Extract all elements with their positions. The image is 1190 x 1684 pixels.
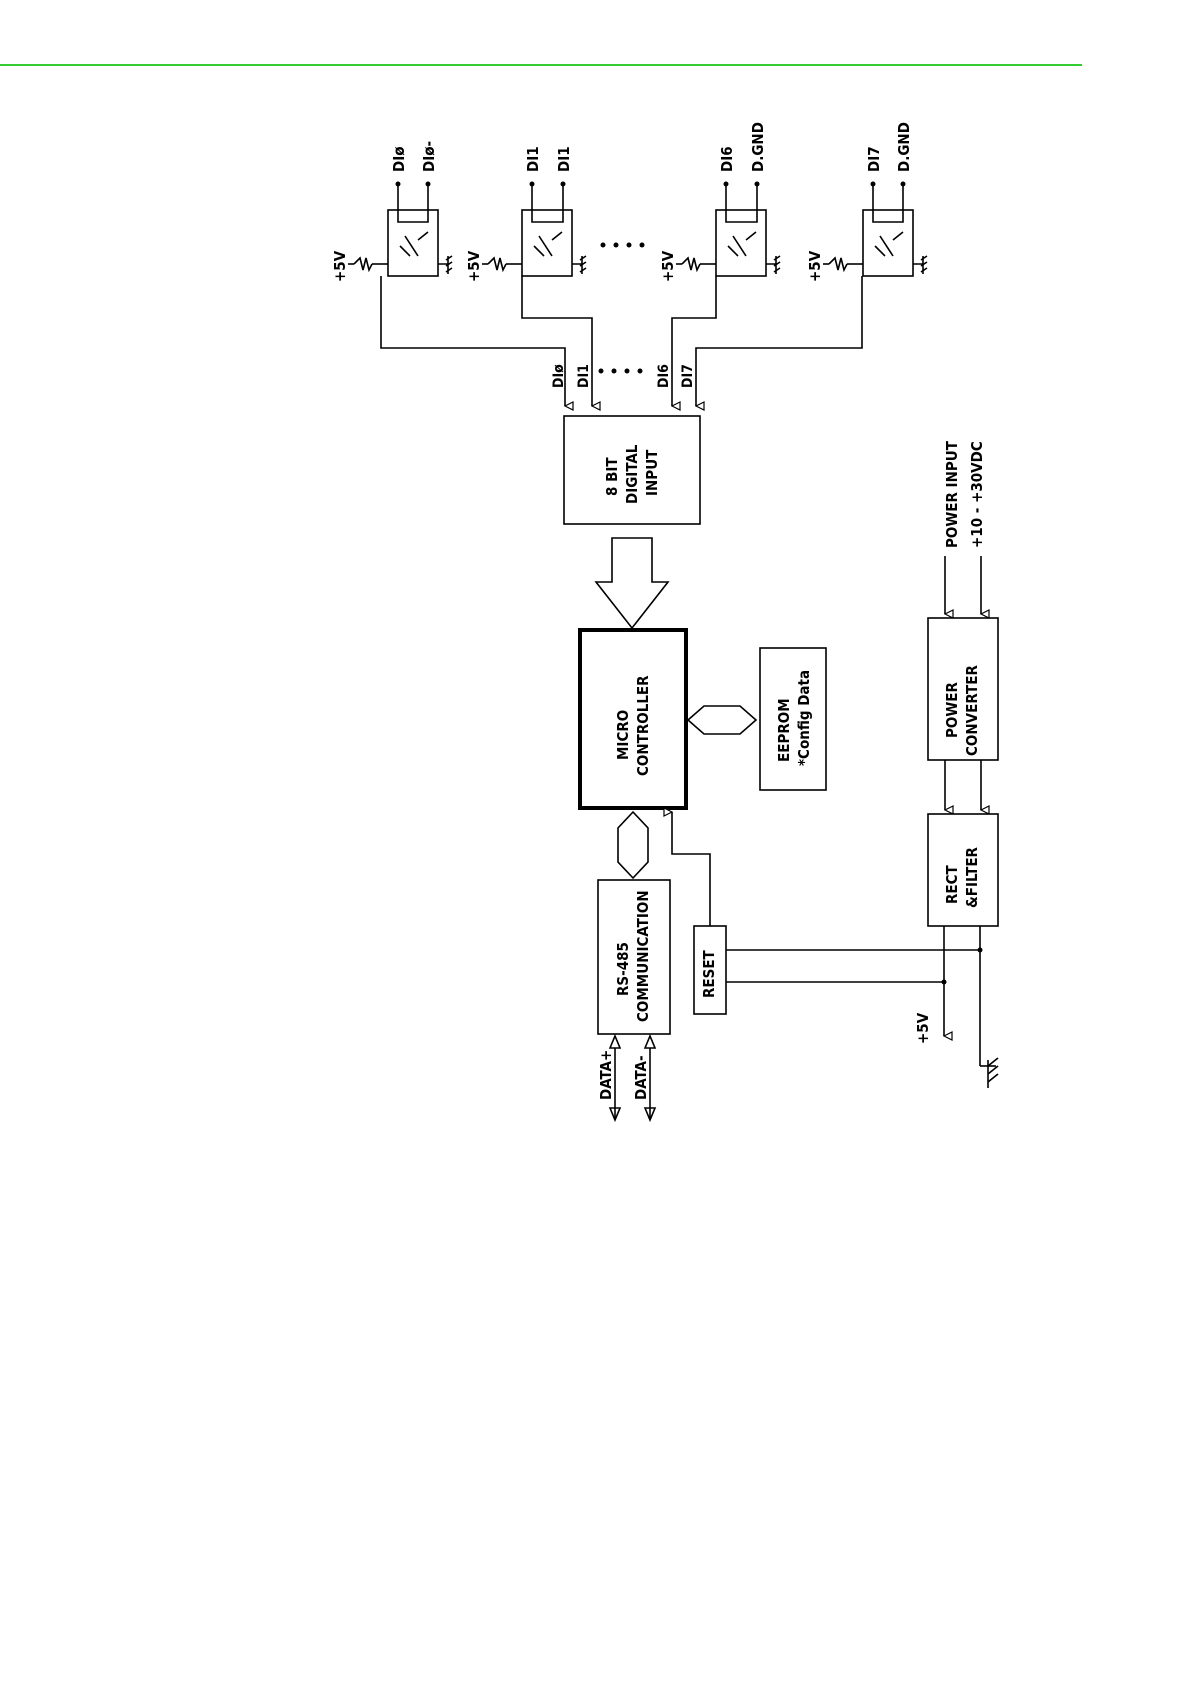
data-plus-label: DATA+ <box>597 1050 615 1100</box>
rs485-line-2: COMMUNICATION <box>634 890 652 1022</box>
pin-label-di7-a: DI7 <box>865 146 883 172</box>
supply-label-7: +5V <box>806 250 824 282</box>
eeprom-bus-connector <box>688 706 756 734</box>
terminal-dot <box>530 182 535 187</box>
pin-label-di1-a: DI1 <box>524 146 542 172</box>
bus-label-di0: DIø <box>551 364 567 388</box>
bus-label-di6: DI6 <box>656 364 672 388</box>
optocoupler-1 <box>522 210 572 276</box>
digital-input-line-2: DIGITAL <box>623 444 641 504</box>
terminal-dot <box>871 182 876 187</box>
pin-label-di1-b: DI1 <box>555 146 573 172</box>
reset-label: RESET <box>700 949 718 998</box>
rs485-line-1: RS-485 <box>614 942 632 996</box>
terminal-dot <box>561 182 566 187</box>
pin-label-di6-a: DI6 <box>718 146 736 172</box>
bus-label-di1: DI1 <box>576 364 592 388</box>
power-converter-line-2: CONVERTER <box>963 665 981 756</box>
pin-label-di0-a: DIø <box>390 147 408 173</box>
rect-filter-line-2: &FILTER <box>963 846 981 908</box>
pin-label-di7-b: D.GND <box>895 122 913 172</box>
terminal-dot <box>426 182 431 187</box>
pin-label-di6-b: D.GND <box>749 122 767 172</box>
terminal-dot <box>396 182 401 187</box>
digital-input-line-1: 8 BIT <box>603 457 621 496</box>
digital-input-line-3: INPUT <box>643 449 661 496</box>
power-input-range: +10 - +30VDC <box>968 441 986 548</box>
eeprom-block <box>760 648 826 790</box>
pin-label-di0-b: DIø- <box>420 141 438 172</box>
terminal-dot <box>755 182 760 187</box>
data-flow-arrow <box>596 538 668 628</box>
supply-label-6: +5V <box>659 250 677 282</box>
optocoupler-6 <box>716 210 766 276</box>
bus-label-di7: DI7 <box>680 364 696 388</box>
optocoupler-7 <box>863 210 913 276</box>
reset-line <box>672 812 710 926</box>
terminal-dot <box>724 182 729 187</box>
micro-line-1: MICRO <box>614 710 632 760</box>
rect-filter-line-1: RECT <box>943 864 961 904</box>
supply-label-1: +5V <box>465 250 483 282</box>
ellipsis-bus <box>599 369 643 374</box>
ground-icon <box>980 1058 998 1088</box>
eeprom-line-1: EEPROM <box>775 698 793 762</box>
power-converter-line-1: POWER <box>943 682 961 738</box>
micro-controller-block <box>580 630 686 808</box>
ellipsis-channels <box>601 243 645 248</box>
power-input-label: POWER INPUT <box>943 440 961 548</box>
rs485-bus-connector <box>618 812 648 878</box>
optocoupler-0 <box>388 210 438 276</box>
eeprom-line-2: *Config Data <box>795 670 813 766</box>
terminal-dot <box>901 182 906 187</box>
data-minus-label: DATA- <box>632 1055 650 1100</box>
supply-out-label: +5V <box>914 1012 932 1044</box>
micro-line-2: CONTROLLER <box>634 675 652 776</box>
supply-label-0: +5V <box>331 250 349 282</box>
